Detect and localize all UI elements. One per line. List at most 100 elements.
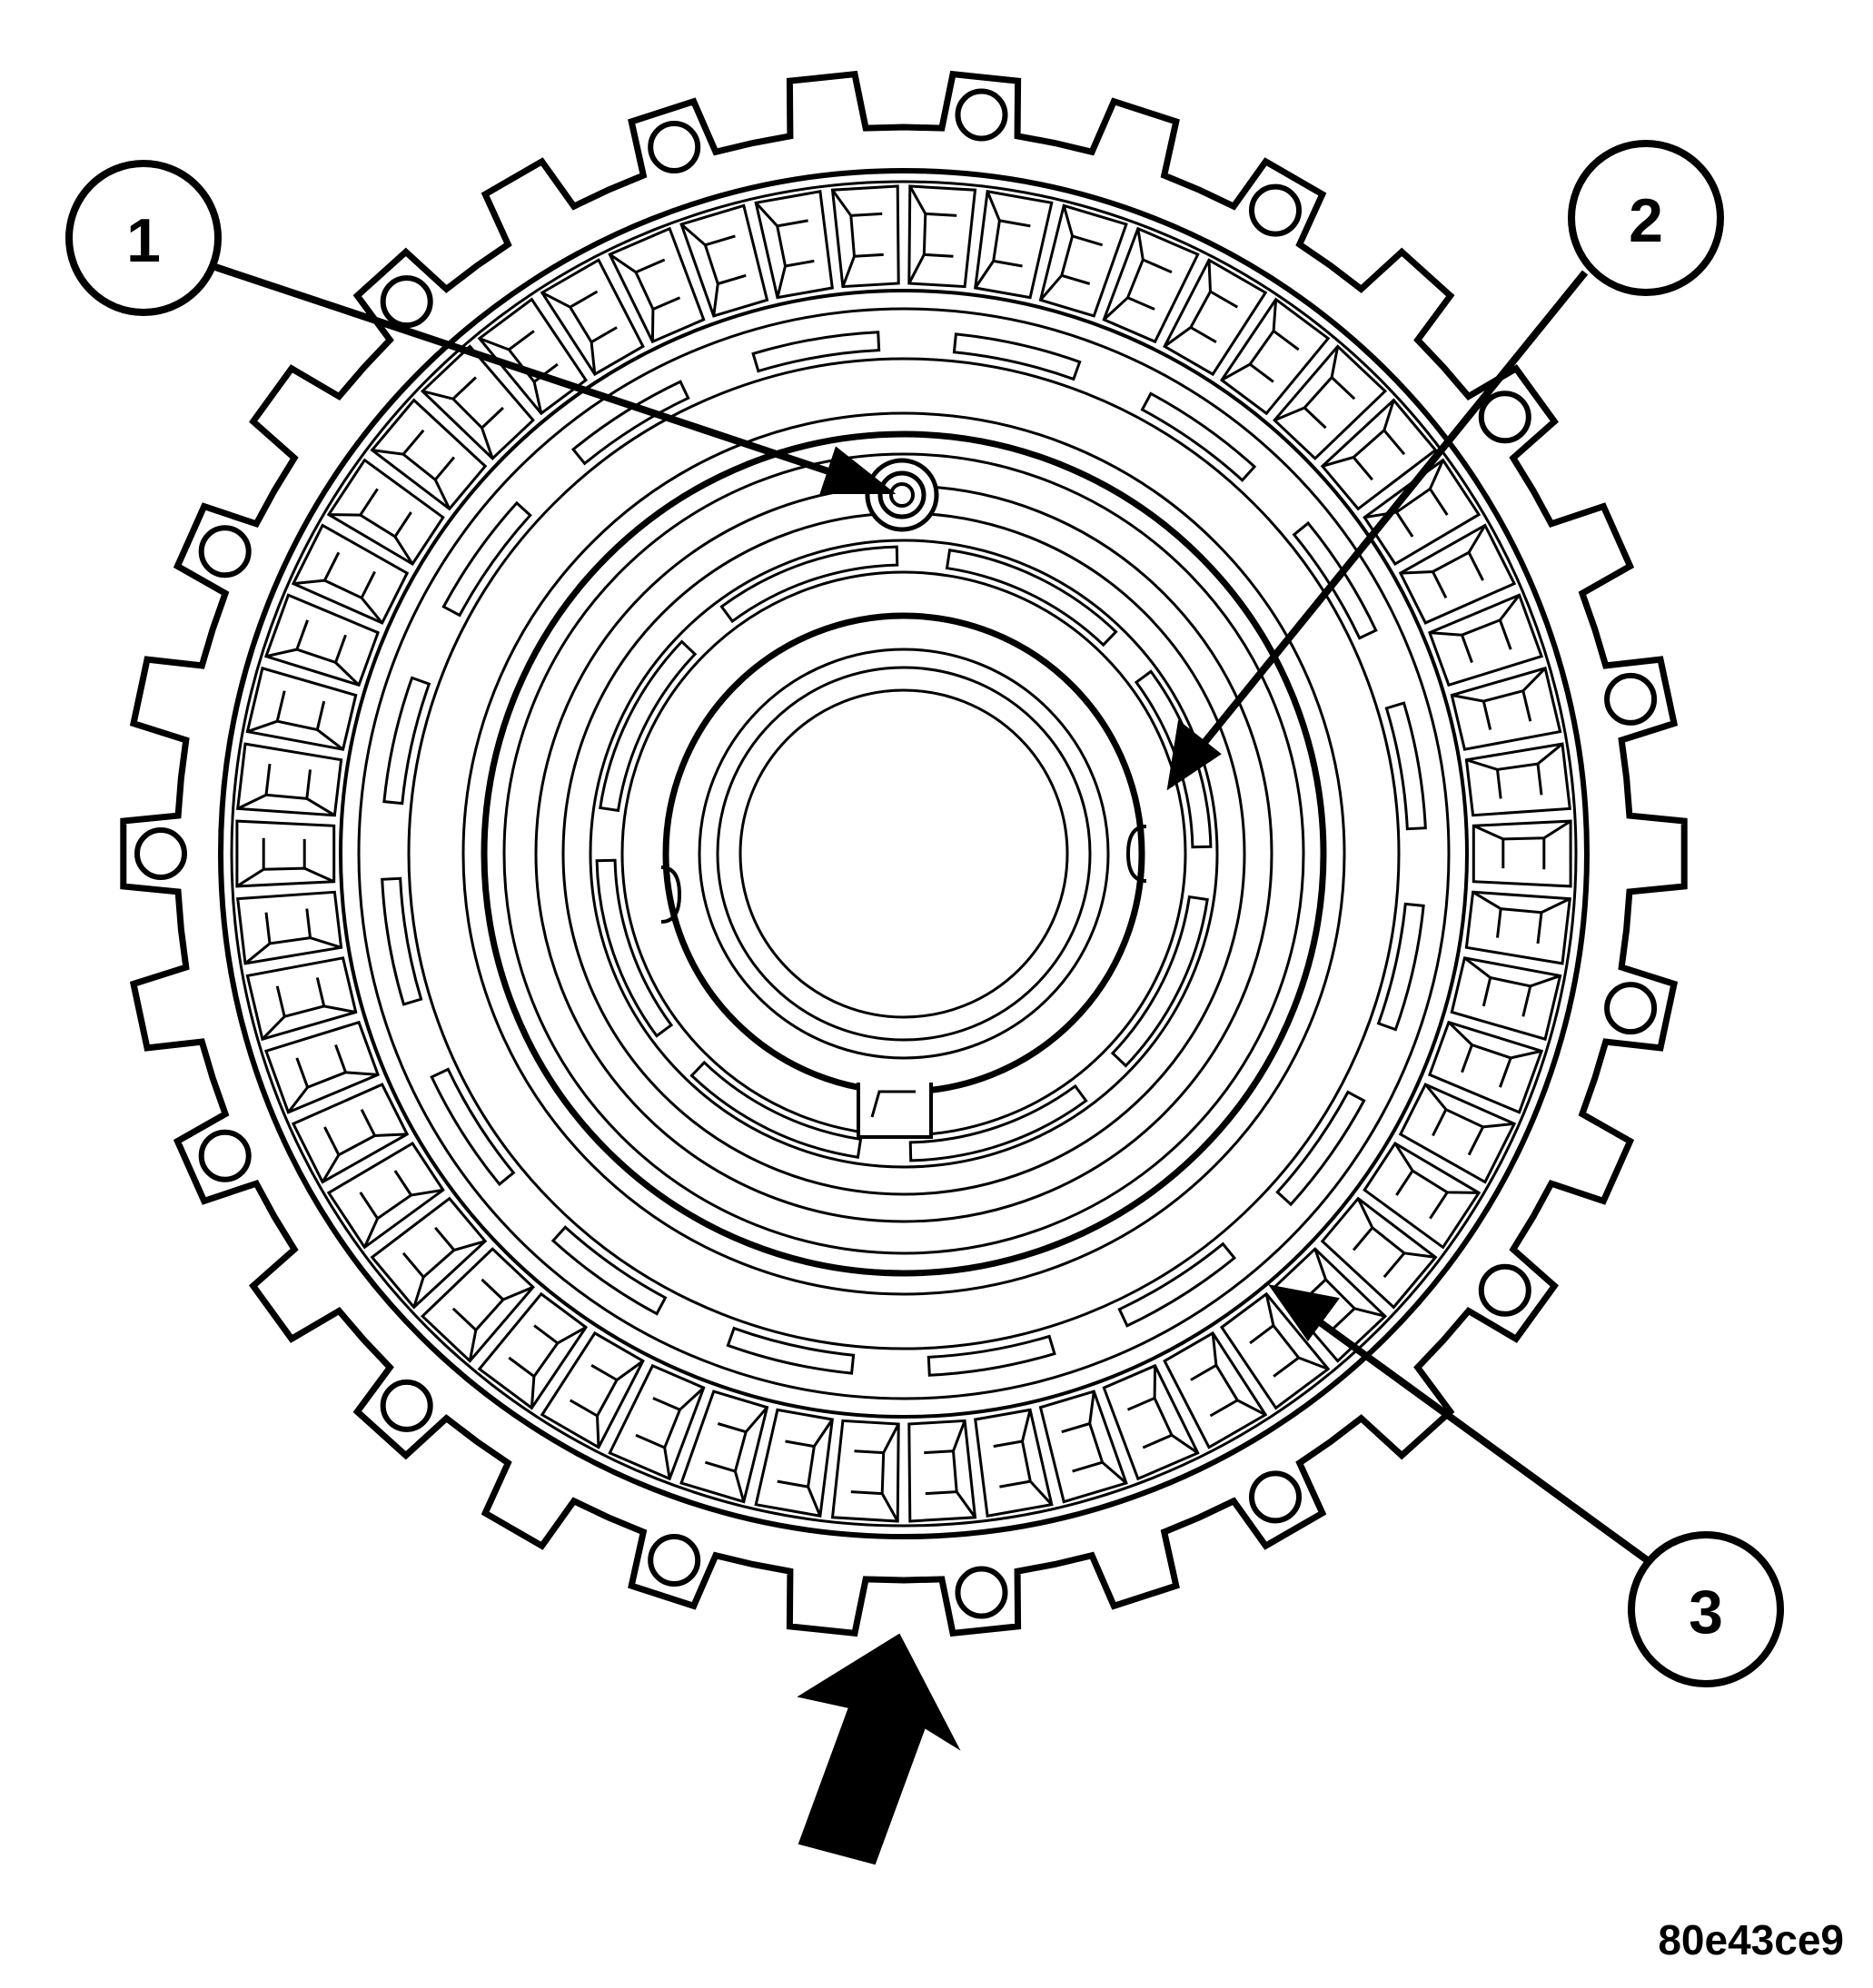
callout-3-label: 3 [1689, 1578, 1723, 1647]
friction-segment [263, 1020, 380, 1114]
segment-groove [468, 1285, 534, 1361]
segment-groove [363, 1188, 444, 1249]
lug-hole [1249, 183, 1302, 237]
segment-edge [360, 1109, 376, 1137]
segment-edge [1190, 1364, 1217, 1381]
segment-edge [924, 1449, 954, 1455]
segment-groove [1020, 1409, 1053, 1506]
segment-groove [907, 185, 927, 284]
outer-slot [1376, 902, 1425, 1032]
friction-segment [540, 1330, 645, 1449]
segment-edge [717, 1422, 747, 1434]
segment-groove [1447, 1021, 1542, 1060]
segment-groove [541, 291, 597, 375]
friction-segment [1038, 1390, 1128, 1504]
segment-edge [359, 488, 379, 516]
friction-segment [830, 184, 900, 289]
friction-segment [245, 956, 358, 1042]
segment-groove [1429, 594, 1521, 637]
segment-edge [401, 1251, 425, 1279]
friction-segment [907, 1419, 977, 1523]
friction-segment [1363, 1141, 1482, 1250]
segment-edge [1521, 985, 1532, 1017]
lug-hole [1604, 982, 1658, 1035]
callout-3: 3 [1628, 1531, 1784, 1687]
segment-groove [1313, 1248, 1386, 1318]
inner-slot [1110, 895, 1209, 1068]
segment-groove [595, 1360, 644, 1448]
lug-hole [134, 827, 187, 880]
segment-groove [1221, 299, 1278, 381]
friction-segment [608, 1363, 706, 1481]
segment-groove [265, 648, 361, 687]
segment-edge [323, 551, 341, 581]
segment-groove [807, 1419, 834, 1517]
outer-slot [441, 500, 532, 618]
segment-groove [1211, 1332, 1266, 1417]
friction-segment [1398, 523, 1517, 625]
segment-edge [777, 219, 808, 228]
friction-segment [1320, 1196, 1438, 1310]
segment-edge [1432, 1109, 1448, 1137]
outer-slot [1384, 701, 1427, 831]
outer-slot [1140, 391, 1257, 482]
segment-edge [1352, 456, 1373, 481]
friction-segment [679, 1390, 769, 1504]
friction-segment [974, 190, 1054, 300]
inner-slot [595, 858, 674, 1038]
friction-segment [1163, 258, 1268, 377]
segment-edge [1429, 1192, 1449, 1220]
friction-segment [263, 593, 380, 687]
segment-groove [287, 1071, 379, 1113]
segment-edge [704, 1460, 736, 1473]
friction-segment [974, 1408, 1054, 1518]
leader-lines [203, 260, 1665, 1575]
segment-edge [1498, 619, 1512, 650]
inner-slot [945, 549, 1118, 648]
friction-segment [1102, 226, 1200, 344]
segment-edge [533, 362, 559, 383]
segment-groove [1465, 742, 1563, 771]
outer-slot [751, 331, 881, 373]
segment-edge [434, 1226, 456, 1251]
callout-1-label: 1 [126, 206, 161, 275]
friction-segment [540, 258, 645, 377]
segment-groove [292, 579, 383, 624]
segment-groove [1088, 1390, 1127, 1485]
friction-segment [236, 890, 343, 965]
segment-edge [1536, 912, 1543, 945]
segment-edge [925, 1490, 957, 1496]
friction-segment [291, 1083, 410, 1184]
segment-groove [1472, 891, 1571, 915]
segment-edge [1190, 326, 1217, 343]
segment-groove [755, 202, 788, 298]
segment-edge [401, 429, 425, 456]
piston-plate [357, 307, 1451, 1400]
friction-segment [370, 398, 488, 511]
outer-slot [1117, 1241, 1237, 1328]
outer-slot [726, 1326, 856, 1375]
segment-edge [264, 763, 272, 796]
segment-edge [305, 769, 312, 799]
segment-edge [1482, 977, 1492, 1007]
segment-edge [569, 290, 599, 309]
segment-groove [1322, 400, 1395, 468]
outer-slot [382, 676, 431, 806]
segment-edge [1467, 1126, 1484, 1156]
segment-edge [275, 690, 286, 722]
lug-hole [198, 1129, 252, 1182]
friction-segment [679, 203, 769, 318]
segment-edge [1072, 1460, 1104, 1473]
segment-edge [1061, 273, 1091, 285]
outer-slot [952, 332, 1082, 381]
friction-segment [326, 458, 445, 567]
segment-edge [1521, 690, 1532, 722]
segment-groove [421, 390, 494, 460]
segment-edge [1461, 1043, 1473, 1073]
friction-segment [1398, 1083, 1517, 1184]
segment-groove [1153, 1365, 1199, 1455]
segment-groove [237, 793, 336, 816]
inner-hub [481, 430, 1327, 1277]
lug-hole [1604, 672, 1658, 726]
segment-groove [1363, 459, 1444, 519]
